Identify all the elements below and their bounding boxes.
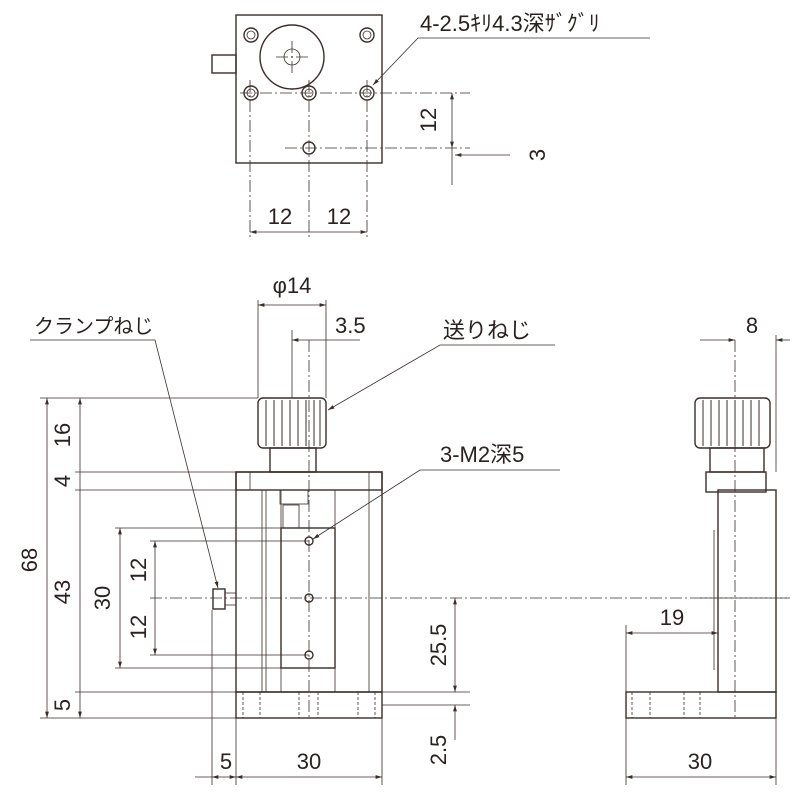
dim-30-side: 30: [688, 749, 712, 774]
tap-note: 3-M2深5: [440, 442, 524, 467]
knurl: [265, 400, 321, 446]
dim-16: 16: [50, 423, 75, 447]
side-view: 8 19 30: [625, 313, 790, 785]
hole-note: 4-2.5ｷﾘ4.3深ｻﾞｸﾞﾘ: [420, 11, 600, 36]
dim-8: 8: [746, 313, 758, 338]
clamp-screw: [212, 588, 226, 610]
dim-25-5: 25.5: [426, 624, 451, 667]
dim-30-vertical: 30: [90, 586, 115, 610]
dim-2-5: 2.5: [426, 735, 451, 766]
side-upright: [717, 489, 777, 693]
dim-4: 4: [50, 475, 75, 487]
front-view: φ14 3.5 クランプねじ 送りねじ 3-M2深5 16 4 68 43 30…: [17, 273, 790, 785]
dim-19: 19: [660, 605, 684, 630]
dim-30-horizontal: 30: [297, 749, 321, 774]
top-view: 4-2.5ｷﾘ4.3深ｻﾞｸﾞﾘ 12 3 12 12: [211, 11, 650, 240]
dim-12-vertical: 12: [416, 108, 441, 132]
feed-knob: [257, 397, 327, 449]
dim-68: 68: [17, 548, 42, 572]
clamp-knob-top: [211, 54, 237, 74]
side-knob: [694, 397, 771, 449]
dim-3: 3: [525, 149, 550, 161]
dim-12-upper: 12: [126, 558, 151, 582]
dim-5-vertical: 5: [50, 699, 75, 711]
feed-screw-label: 送りねじ: [443, 318, 531, 343]
side-base: [625, 691, 777, 719]
clamp-screw-label: クランプねじ: [34, 315, 153, 338]
dim-12-right: 12: [327, 204, 351, 229]
dim-5-horizontal: 5: [220, 749, 232, 774]
dim-12-left: 12: [268, 204, 292, 229]
dim-phi14: φ14: [273, 273, 312, 298]
dim-12-lower: 12: [126, 615, 151, 639]
knob-circle: [259, 24, 325, 90]
dim-43: 43: [50, 580, 75, 604]
dim-3-5: 3.5: [335, 313, 366, 338]
